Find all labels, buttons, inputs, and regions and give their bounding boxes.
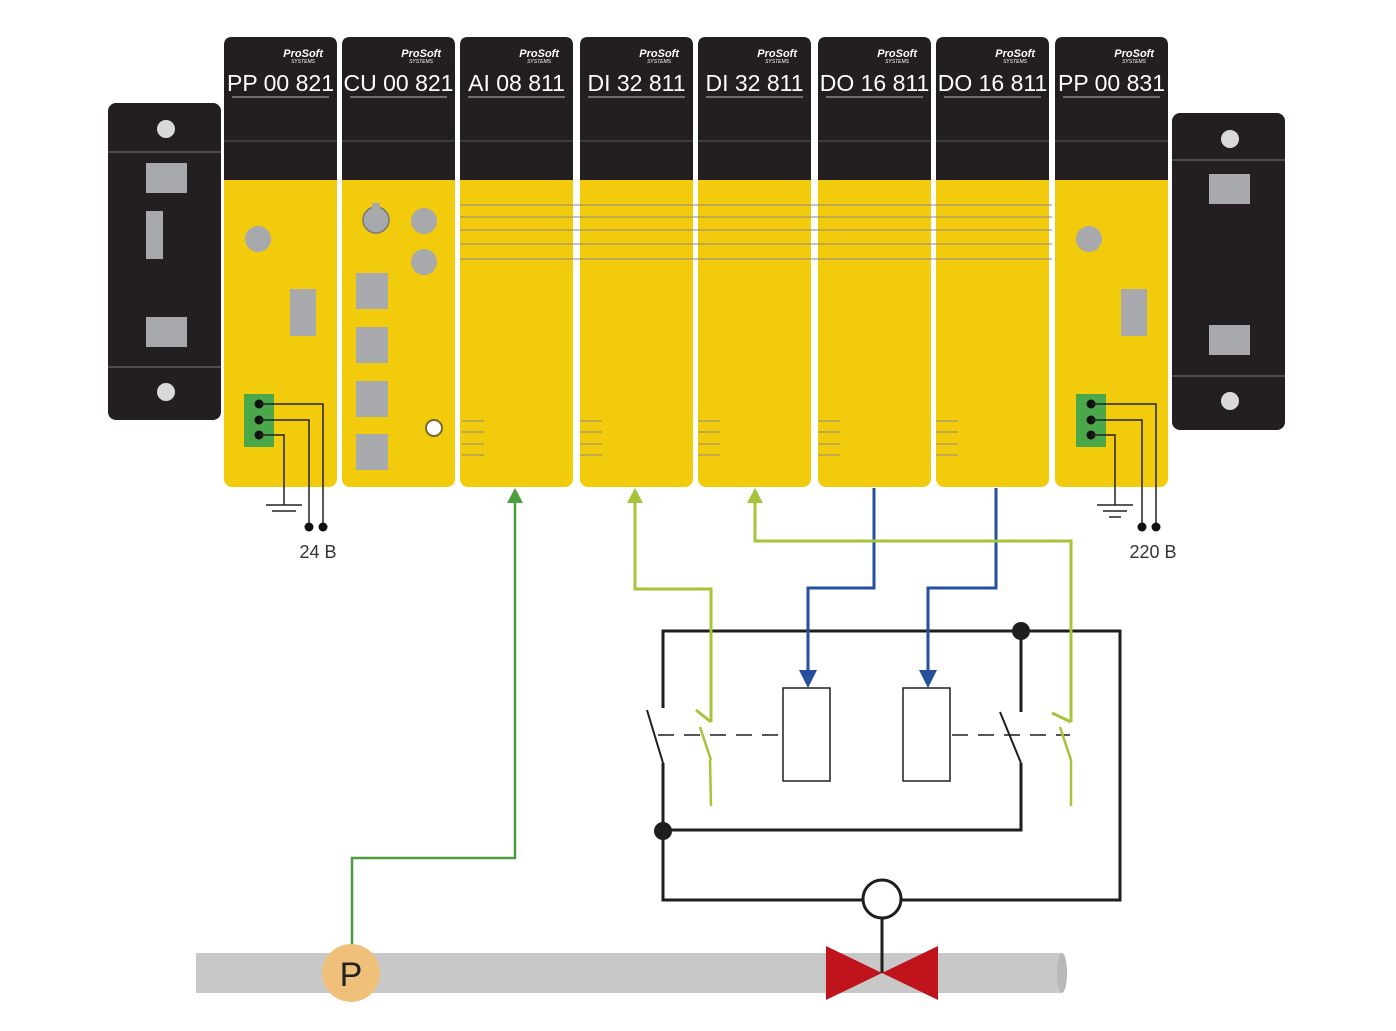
supply-label-220v: 220 В [1129,542,1176,562]
relay-coil-2 [902,687,951,782]
feedback-arrow-2 [747,488,763,503]
module-title: DI 32 811 [587,70,685,96]
brand-logo-sub: SYSTEMS [527,59,552,65]
output-wires [806,488,998,672]
brand-logo-sub: SYSTEMS [647,59,672,65]
pp-00-821-details [244,226,328,532]
control-valve [826,946,938,1000]
brand-logo-sub: SYSTEMS [765,59,790,65]
sensor-symbol: P [340,956,363,994]
analog-arrow-up [507,488,523,503]
left-end-cap [108,103,221,420]
circuit-junction-left [654,822,672,840]
brand-logo-sub: SYSTEMS [1003,59,1028,65]
brand-logo: ProSoft [401,48,442,60]
supply-label-24v: 24 В [299,542,336,562]
brand-logo: ProSoft [283,48,324,60]
brand-logo: ProSoft [757,48,798,60]
feedback-wires [633,503,1073,807]
right-end-cap [1172,113,1285,430]
output-arrow-1 [799,670,817,688]
brand-logo-sub: SYSTEMS [291,59,316,65]
cu-00-821-details [356,203,443,470]
module-title: AI 08 811 [468,70,565,96]
brand-logo: ProSoft [639,48,680,60]
brand-logo: ProSoft [1114,48,1155,60]
module-title: DO 16 811 [938,70,1048,96]
brand-logo: ProSoft [519,48,560,60]
brand-logo: ProSoft [877,48,918,60]
io-module-grid-lines [460,204,1052,260]
module-title: DO 16 811 [820,70,930,96]
output-arrow-2 [919,670,937,688]
module-title: DI 32 811 [705,70,803,96]
circuit-junction-top [1012,622,1030,640]
module-title: PP 00 821 [227,70,334,96]
analog-signal-wire [350,502,517,948]
brand-logo-sub: SYSTEMS [409,59,434,65]
module-title: PP 00 831 [1058,70,1165,96]
brand-logo-sub: SYSTEMS [885,59,910,65]
pressure-sensor: P [322,944,380,1002]
relay-coil-1 [782,687,831,782]
feedback-arrow-1 [627,488,643,503]
pp-00-831-details [1076,226,1161,532]
brand-logo-sub: SYSTEMS [1122,59,1147,65]
brand-logo: ProSoft [995,48,1036,60]
control-circuit [646,629,1122,973]
io-module-ticks [462,420,958,456]
valve-actuator [861,878,903,920]
module-title: CU 00 821 [344,70,454,96]
